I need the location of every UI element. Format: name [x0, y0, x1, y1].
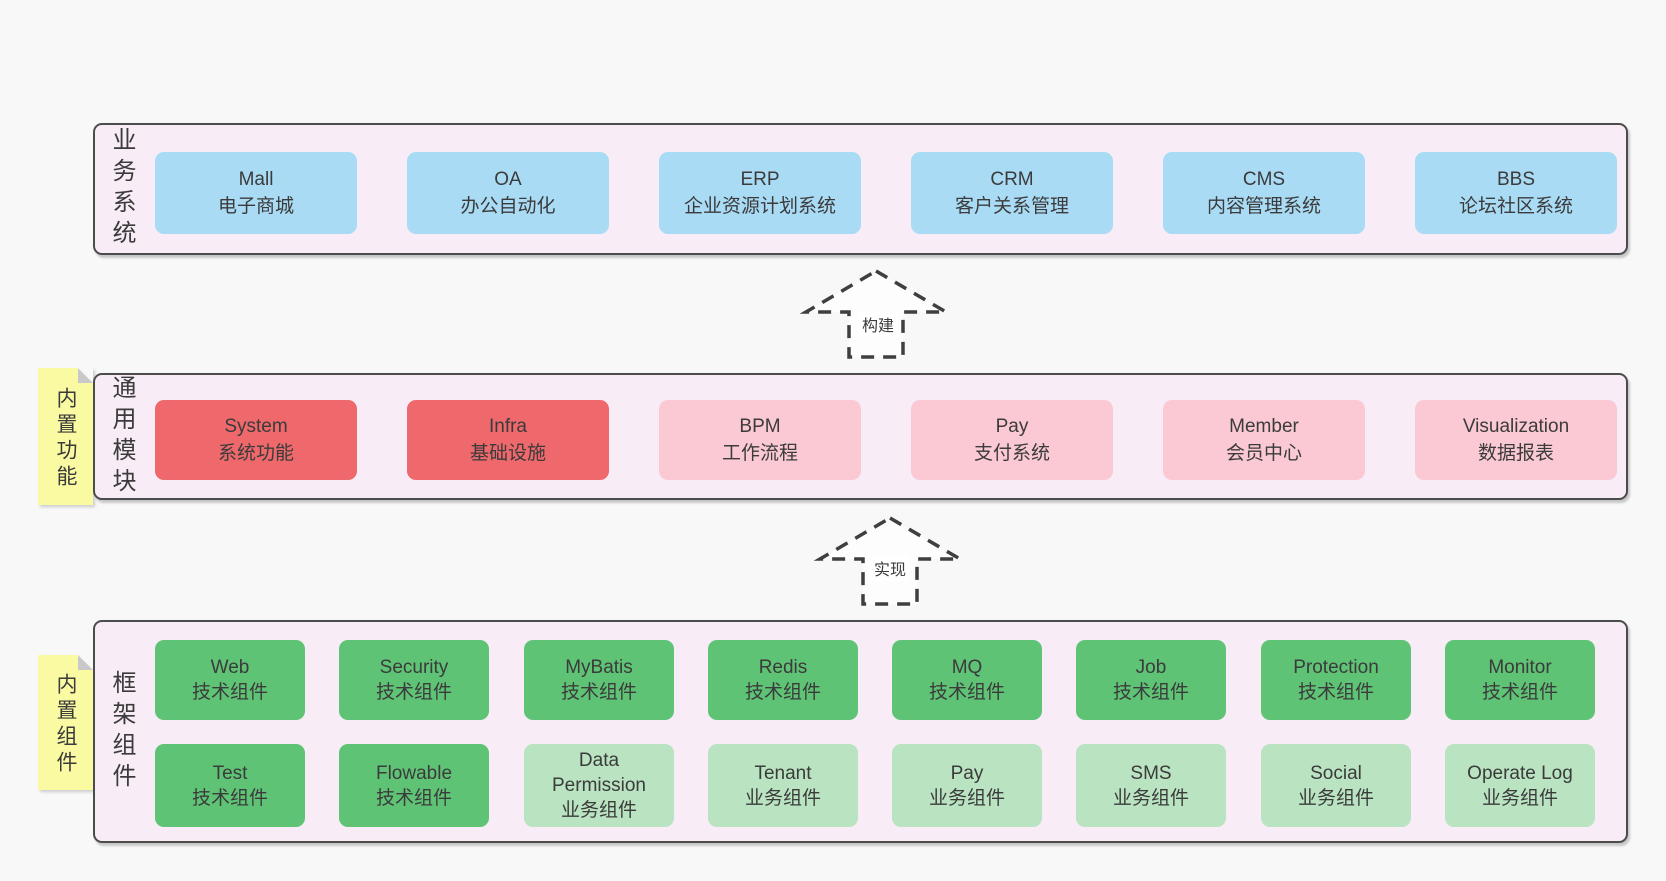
box-flowable: Flowable 技术组件 — [339, 744, 489, 827]
box-subtitle: 业务组件 — [1481, 787, 1558, 809]
box-social: Social 业务组件 — [1261, 744, 1411, 827]
box-subtitle: 技术组件 — [1297, 682, 1374, 703]
box-protection: Protection 技术组件 — [1261, 640, 1411, 720]
folded-corner-icon — [78, 655, 93, 670]
box-title: Member — [1229, 416, 1299, 437]
box-subtitle: 技术组件 — [1112, 682, 1189, 703]
box-title: Social — [1310, 762, 1362, 784]
box-sms: SMS 业务组件 — [1076, 744, 1226, 827]
box-title: Job — [1135, 657, 1167, 678]
layer-business-systems: 业务系统 Mall 电子商城 OA 办公自动化 ERP 企业资源计划系统 CRM… — [93, 123, 1628, 255]
box-subtitle: 技术组件 — [1481, 682, 1558, 703]
box-data-permission: Data Permission 业务组件 — [524, 744, 674, 827]
box-job: Job 技术组件 — [1076, 640, 1226, 720]
box-subtitle: 业务组件 — [1112, 787, 1189, 809]
box-subtitle: 数据报表 — [1477, 443, 1554, 464]
folded-corner-icon — [78, 368, 93, 383]
box-erp: ERP 企业资源计划系统 — [659, 152, 861, 234]
box-monitor: Monitor 技术组件 — [1445, 640, 1595, 720]
box-title: Infra — [488, 416, 528, 437]
box-web: Web 技术组件 — [155, 640, 305, 720]
box-subtitle: 技术组件 — [560, 682, 637, 703]
box-title: CRM — [990, 169, 1034, 190]
box-cms: CMS 内容管理系统 — [1163, 152, 1365, 234]
box-mall: Mall 电子商城 — [155, 152, 357, 234]
box-subtitle: 技术组件 — [191, 787, 268, 809]
build-arrow-label: 构建 — [857, 311, 899, 337]
layer-label-common-modules: 通用模块 — [108, 374, 135, 499]
box-tenant: Tenant 业务组件 — [708, 744, 858, 827]
box-subtitle: 办公自动化 — [460, 196, 556, 217]
box-title: Redis — [758, 657, 808, 678]
box-title: OA — [494, 169, 522, 190]
box-subtitle: 企业资源计划系统 — [683, 196, 836, 217]
box-title: Test — [212, 762, 248, 784]
sticky-note-builtin-features: 内置功能 — [38, 368, 93, 505]
box-operate-log: Operate Log 业务组件 — [1445, 744, 1595, 827]
box-title: ERP — [740, 169, 780, 190]
box-subtitle: 业务组件 — [1297, 787, 1374, 809]
box-mq: MQ 技术组件 — [892, 640, 1042, 720]
box-subtitle: 工作流程 — [721, 443, 798, 464]
box-title: Flowable — [375, 762, 453, 784]
box-title: Monitor — [1488, 657, 1552, 678]
box-subtitle: 论坛社区系统 — [1458, 196, 1573, 217]
box-title: CMS — [1242, 169, 1286, 190]
box-title: Pay — [950, 762, 984, 784]
layer-label-business-systems: 业务系统 — [108, 127, 135, 251]
box-title: Security — [379, 657, 449, 678]
box-title: MyBatis — [565, 657, 633, 678]
box-subtitle: 电子商城 — [217, 196, 294, 217]
box-oa: OA 办公自动化 — [407, 152, 609, 234]
box-bbs: BBS 论坛社区系统 — [1415, 152, 1617, 234]
box-subtitle: 技术组件 — [375, 682, 452, 703]
box-title: MQ — [951, 657, 983, 678]
box-pay-biz: Pay 业务组件 — [892, 744, 1042, 827]
box-title: Pay — [995, 416, 1029, 437]
box-crm: CRM 客户关系管理 — [911, 152, 1113, 234]
box-subtitle: 业务组件 — [744, 787, 821, 809]
layer-common-modules: 通用模块 System 系统功能 Infra 基础设施 BPM 工作流程 Pay… — [93, 373, 1628, 500]
box-security: Security 技术组件 — [339, 640, 489, 720]
box-title: Mall — [238, 169, 274, 190]
box-title: Visualization — [1462, 416, 1570, 437]
box-title: Tenant — [754, 762, 812, 784]
implement-arrow-label: 实现 — [869, 555, 911, 581]
box-subtitle: 客户关系管理 — [954, 196, 1069, 217]
box-subtitle: 业务组件 — [560, 800, 637, 821]
box-title: SMS — [1130, 762, 1172, 784]
layer-label-framework-components: 框架组件 — [108, 669, 135, 794]
sticky-note-builtin-components: 内置组件 — [38, 655, 93, 790]
sticky-label: 内置组件 — [54, 673, 77, 778]
box-subtitle: 技术组件 — [375, 787, 452, 809]
box-subtitle: 会员中心 — [1225, 443, 1302, 464]
box-mybatis: MyBatis 技术组件 — [524, 640, 674, 720]
box-subtitle: 基础设施 — [469, 443, 546, 464]
box-title: System — [224, 416, 288, 437]
box-subtitle: 系统功能 — [217, 443, 294, 464]
layer-framework-components: 框架组件 Web 技术组件 Security 技术组件 MyBatis 技术组件… — [93, 620, 1628, 843]
box-bpm: BPM 工作流程 — [659, 400, 861, 480]
box-title: BPM — [739, 416, 781, 437]
box-title: BBS — [1496, 169, 1536, 190]
box-infra: Infra 基础设施 — [407, 400, 609, 480]
box-member: Member 会员中心 — [1163, 400, 1365, 480]
box-system: System 系统功能 — [155, 400, 357, 480]
box-subtitle: 技术组件 — [744, 682, 821, 703]
box-visualization: Visualization 数据报表 — [1415, 400, 1617, 480]
box-redis: Redis 技术组件 — [708, 640, 858, 720]
box-subtitle: 业务组件 — [928, 787, 1005, 809]
box-title: Data Permission — [552, 750, 646, 796]
box-subtitle: 内容管理系统 — [1206, 196, 1321, 217]
box-title: Protection — [1293, 657, 1379, 678]
box-test: Test 技术组件 — [155, 744, 305, 827]
box-title: Operate Log — [1467, 762, 1573, 784]
box-subtitle: 技术组件 — [928, 682, 1005, 703]
box-pay: Pay 支付系统 — [911, 400, 1113, 480]
box-subtitle: 支付系统 — [973, 443, 1050, 464]
box-subtitle: 技术组件 — [191, 682, 268, 703]
box-title: Web — [210, 657, 250, 678]
sticky-label: 内置功能 — [54, 387, 77, 492]
